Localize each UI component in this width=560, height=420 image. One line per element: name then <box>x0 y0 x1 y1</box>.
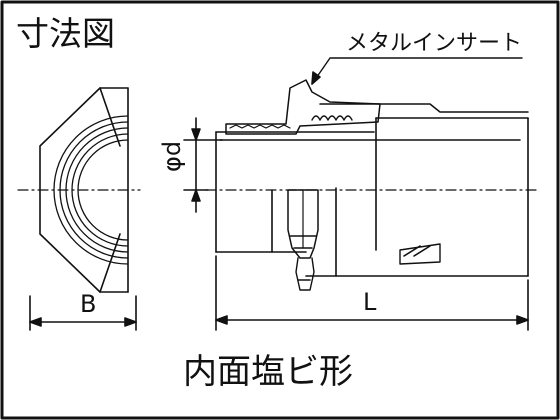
tapered-body-lower <box>399 243 441 265</box>
hexagon-inner-edge-top <box>99 87 121 147</box>
taper-hatch-2 <box>413 245 431 257</box>
width-arrow-left <box>29 317 42 327</box>
metal-insert-section <box>225 79 381 135</box>
hex-nut-lower <box>295 257 315 291</box>
length-label: L <box>363 288 377 316</box>
length-arrow-right <box>516 315 529 325</box>
bore-diameter-label: φd <box>158 140 186 172</box>
width-dimension <box>29 295 137 331</box>
bore-arrow-top <box>191 128 201 141</box>
metal-insert-label: メタルインサート <box>346 31 523 56</box>
tapered-body <box>319 103 529 113</box>
insert-thread-teeth <box>229 124 291 129</box>
fitting-type-caption: 内面塩ビ形 <box>183 352 353 392</box>
metal-insert-leader-arrow <box>311 71 321 85</box>
metal-insert-leader <box>311 57 523 85</box>
side-view-section <box>205 79 541 291</box>
hexagon-inner-edge-bottom <box>99 233 121 293</box>
taper-hatch-1 <box>403 245 421 257</box>
end-view-hexagon <box>17 87 141 293</box>
length-arrow-left <box>215 315 228 325</box>
metal-insert-wave-thread <box>311 115 353 121</box>
bore-diameter-dimension <box>183 117 223 213</box>
bore-arrow-bottom <box>191 189 201 202</box>
width-label: B <box>80 290 97 318</box>
drawing-title: 寸法図 <box>16 14 115 53</box>
length-dimension <box>215 255 529 331</box>
width-arrow-right <box>124 317 137 327</box>
